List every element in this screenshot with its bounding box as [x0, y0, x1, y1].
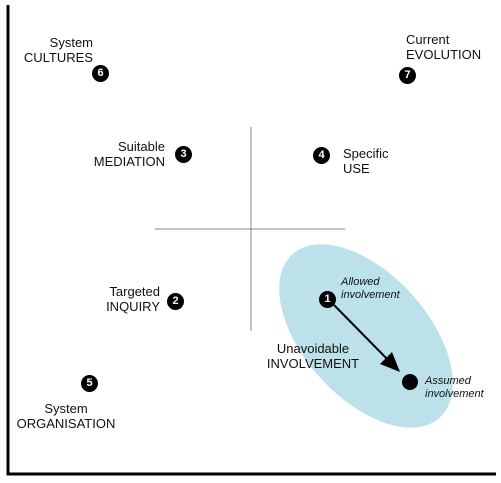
- badge-1: 1: [319, 291, 336, 308]
- badge-5: 5: [81, 375, 98, 392]
- badge-6: 6: [92, 65, 109, 82]
- involvement-ellipse: [279, 244, 453, 428]
- label-system-cultures: System CULTURES: [23, 35, 93, 65]
- badge-2: 2: [167, 293, 184, 310]
- label-specific-use: Specific USE: [343, 146, 389, 176]
- badge-7: 7: [399, 67, 416, 84]
- involvement-arrow: [333, 304, 392, 364]
- callout-allowed-involvement: Allowed involvement: [341, 276, 400, 301]
- arrowhead: [380, 352, 400, 372]
- label-targeted-inquiry: Targeted INQUIRY: [106, 284, 160, 314]
- callout-assumed-involvement: Assumed involvement: [425, 375, 484, 400]
- assumed-involvement-dot: [402, 374, 418, 390]
- label-system-organisation: System ORGANISATION: [16, 401, 116, 431]
- badge-3: 3: [175, 146, 192, 163]
- label-unavoidable-involvement: Unavoidable INVOLVEMENT: [266, 341, 360, 371]
- label-current-evolution: Current EVOLUTION: [406, 32, 482, 62]
- badge-4: 4: [313, 147, 330, 164]
- label-suitable-mediation: Suitable MEDIATION: [93, 139, 165, 169]
